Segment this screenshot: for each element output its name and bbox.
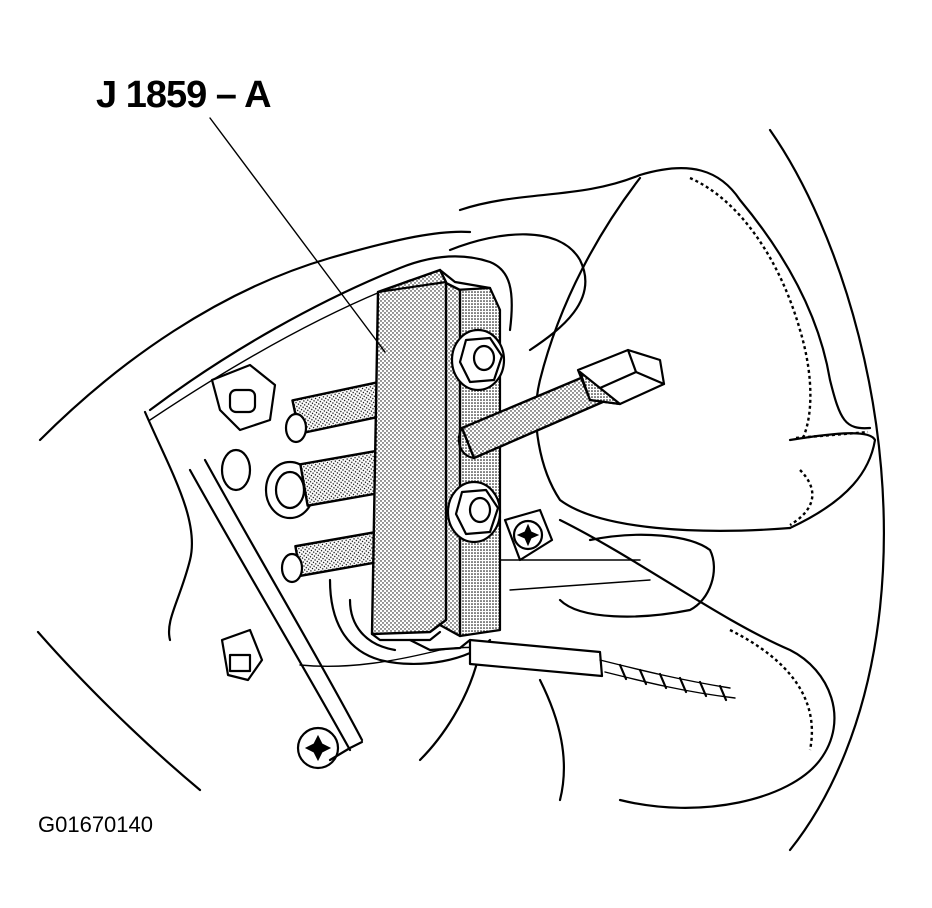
mounting-screw-right (503, 508, 554, 562)
steering-wheel-rim (36, 128, 885, 852)
leader-line (209, 117, 386, 353)
steering-wheel-pad (458, 167, 877, 809)
steering-hub-contours (143, 233, 715, 802)
horn-wire (299, 638, 736, 702)
puller-bolts (264, 380, 389, 584)
airbag-connector-clip (210, 363, 277, 682)
figure-id: G01670140 (38, 812, 153, 837)
tool-label: J 1859 – A (96, 74, 272, 116)
tool-j1859a-puller-body (370, 268, 506, 652)
forcing-screw-hex-head (457, 348, 666, 460)
mounting-screw-left (296, 726, 364, 770)
